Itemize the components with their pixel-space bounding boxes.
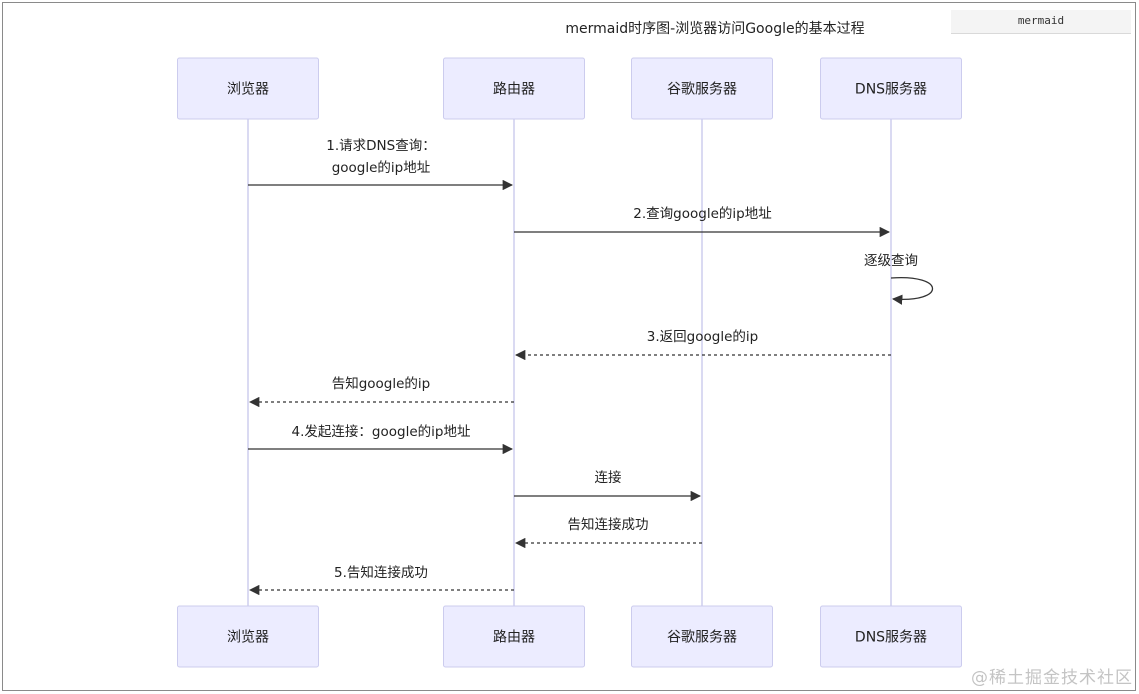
actor-box (177, 57, 319, 120)
self-loop-arrow (890, 276, 934, 305)
message-label: 1.请求DNS查询： (326, 138, 435, 154)
actor-box (177, 605, 319, 668)
message-label: 告知google的ip (332, 375, 431, 392)
message-8: 告知连接成功 (514, 516, 702, 549)
actor-bottom-router: 路由器 (443, 605, 585, 668)
actor-label: 浏览器 (227, 630, 269, 646)
message-label: 3.返回google的ip (647, 329, 758, 345)
message-6: 4.发起连接：google的ip地址 (248, 423, 514, 455)
message-3: 逐级查询 (864, 253, 934, 305)
lifelines (247, 119, 892, 606)
diagram-title: mermaid时序图-浏览器访问Google的基本过程 (565, 20, 864, 37)
actor-label: 路由器 (493, 630, 535, 646)
messages: 1.请求DNS查询： google的ip地址 2.查询google的ip地址逐级查询… (248, 138, 934, 596)
message-7: 连接 (514, 469, 702, 502)
actor-box (443, 57, 585, 120)
actor-box (631, 605, 773, 668)
message-label: 告知连接成功 (568, 516, 649, 533)
actor-top-google: 谷歌服务器 (631, 57, 773, 120)
actor-top-dns: DNS服务器 (820, 57, 962, 120)
message-5: 告知google的ip (248, 375, 514, 408)
actor-bottom-dns: DNS服务器 (820, 605, 962, 668)
actor-label: DNS服务器 (855, 82, 927, 98)
actor-label: 谷歌服务器 (667, 82, 737, 98)
actors-bottom: 浏览器 路由器 谷歌服务器 DNS服务器 (177, 605, 962, 668)
actor-label: 谷歌服务器 (667, 630, 737, 646)
actor-bottom-browser: 浏览器 (177, 605, 319, 668)
message-label: google的ip地址 (332, 160, 431, 176)
message-4: 3.返回google的ip (514, 329, 891, 361)
actor-box (820, 605, 962, 668)
mermaid-tag: mermaid (951, 10, 1131, 34)
actors-top: 浏览器 路由器 谷歌服务器 DNS服务器 (177, 57, 962, 120)
actor-box (820, 57, 962, 120)
actor-box (443, 605, 585, 668)
actor-top-browser: 浏览器 (177, 57, 319, 120)
message-label: 4.发起连接：google的ip地址 (292, 423, 471, 440)
message-2: 2.查询google的ip地址 (514, 206, 891, 238)
message-label: 连接 (595, 469, 622, 486)
actor-label: 浏览器 (227, 82, 269, 98)
message-1: 1.请求DNS查询： google的ip地址 (248, 138, 514, 191)
message-label: 逐级查询 (864, 253, 918, 269)
actor-box (631, 57, 773, 120)
actor-label: 路由器 (493, 82, 535, 98)
actor-top-router: 路由器 (443, 57, 585, 120)
actor-bottom-google: 谷歌服务器 (631, 605, 773, 668)
actor-label: DNS服务器 (855, 630, 927, 646)
message-label: 2.查询google的ip地址 (633, 206, 771, 222)
message-label: 5.告知连接成功 (334, 564, 428, 581)
watermark: @稀土掘金技术社区 (971, 668, 1133, 688)
message-9: 5.告知连接成功 (248, 564, 514, 596)
